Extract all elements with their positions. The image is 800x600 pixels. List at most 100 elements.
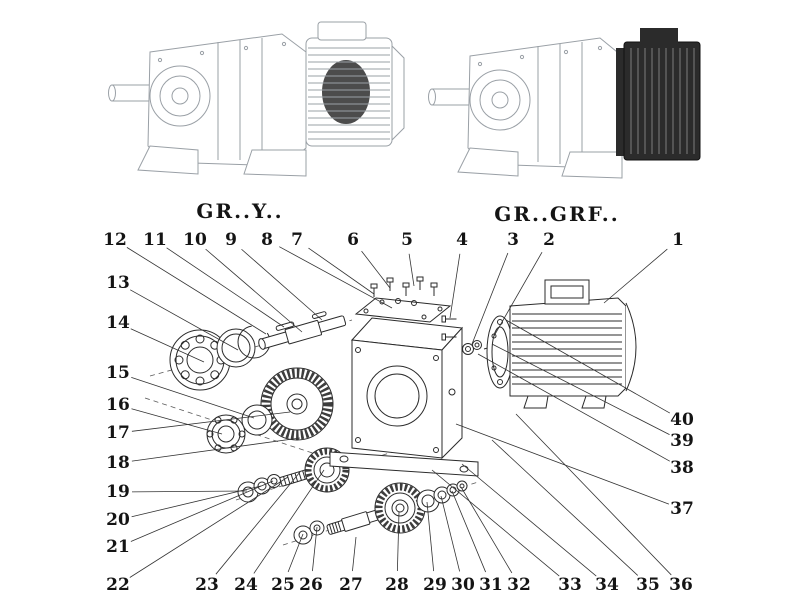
leader-line-20	[131, 485, 262, 518]
leader-line-10	[205, 248, 303, 333]
leader-line-15	[131, 377, 255, 419]
input-shaft-icon	[108, 84, 150, 102]
leader-line-11	[166, 247, 285, 328]
callout-23: 23	[195, 575, 219, 595]
mounting-feet-icon	[137, 145, 307, 177]
leader-line-19	[131, 490, 248, 493]
motor-studs-icon	[441, 315, 499, 355]
callout-35: 35	[636, 575, 660, 595]
callout-8: 8	[261, 230, 273, 250]
lower-bearing-icon	[206, 414, 246, 454]
callout-33: 33	[558, 575, 582, 595]
leader-line-33	[431, 469, 560, 577]
gearbox-housing-icon	[147, 33, 307, 167]
callout-25: 25	[271, 575, 295, 595]
callout-10: 10	[183, 230, 207, 250]
callout-17: 17	[106, 423, 130, 443]
oil-seal-icon	[216, 325, 271, 368]
leader-line-3	[471, 252, 509, 345]
leader-line-17	[131, 411, 291, 432]
leader-line-8	[279, 246, 393, 309]
output-washers-icon	[293, 520, 325, 545]
output-bearing-set-icon	[416, 480, 468, 513]
cover-bolts-icon	[370, 276, 438, 306]
leader-line-9	[241, 248, 323, 321]
leader-line-26	[312, 526, 318, 572]
leader-line-14	[130, 328, 205, 363]
callout-5: 5	[401, 230, 413, 250]
callout-3: 3	[507, 230, 519, 250]
leader-line-27	[352, 536, 357, 572]
leader-line-39	[491, 343, 670, 435]
callout-31: 31	[479, 575, 503, 595]
spacer-washer-icon	[241, 404, 273, 436]
callout-32: 32	[507, 575, 531, 595]
leader-line-30	[440, 495, 461, 572]
gearbox-housing-exploded-icon	[329, 317, 479, 477]
callout-4: 4	[456, 230, 468, 250]
callout-22: 22	[106, 575, 130, 595]
assembled-view-gr-grf-illustration	[428, 28, 701, 179]
callout-16: 16	[106, 395, 130, 415]
leader-line-25	[287, 533, 304, 573]
leader-line-22	[129, 476, 289, 578]
callout-1: 1	[672, 230, 684, 250]
exploded-view-illustration: 1211109876543211314151617181920212223242…	[103, 230, 694, 595]
assembled-view-gr-y-illustration	[108, 21, 405, 177]
callout-6: 6	[347, 230, 359, 250]
leader-line-36	[515, 413, 672, 576]
callout-2: 2	[543, 230, 555, 250]
leader-line-2	[493, 251, 543, 337]
callout-7: 7	[291, 230, 303, 250]
leader-line-38	[477, 353, 670, 462]
leader-line-34	[461, 463, 597, 577]
output-gear-icon	[374, 482, 426, 534]
caption-gr-grf: GR..GRF..	[494, 202, 620, 226]
callout-26: 26	[299, 575, 323, 595]
leader-line-21	[130, 480, 274, 542]
leader-line-12	[126, 247, 267, 335]
callout-34: 34	[595, 575, 619, 595]
mounting-feet-icon	[457, 147, 623, 179]
electric-motor-icon	[305, 21, 405, 147]
leader-line-6	[361, 250, 391, 289]
leader-line-7	[308, 247, 375, 295]
callout-11: 11	[143, 230, 167, 250]
callout-12: 12	[103, 230, 127, 250]
leader-line-40	[505, 319, 671, 414]
callout-30: 30	[451, 575, 475, 595]
callout-27: 27	[339, 575, 363, 595]
dark-motor-block-icon	[616, 28, 701, 161]
callout-36: 36	[669, 575, 693, 595]
input-shaft-icon	[428, 88, 470, 106]
leader-line-23	[215, 471, 301, 575]
callout-19: 19	[106, 482, 130, 502]
callout-15: 15	[106, 363, 130, 383]
callout-21: 21	[106, 537, 130, 557]
inspection-cover-icon	[354, 297, 452, 323]
callout-39: 39	[670, 431, 694, 451]
leader-line-29	[426, 501, 435, 572]
leader-line-28	[396, 511, 400, 572]
input-shaft-with-keys-icon	[258, 311, 347, 350]
leader-line-37	[455, 423, 670, 505]
leader-line-5	[408, 253, 415, 287]
motor-exploded-icon	[486, 279, 637, 409]
callout-13: 13	[106, 273, 130, 293]
large-gear-icon	[260, 367, 334, 441]
callout-18: 18	[106, 453, 130, 473]
leader-line-31	[451, 490, 487, 573]
callout-9: 9	[225, 230, 237, 250]
leader-line-4	[449, 253, 461, 319]
leader-line-18	[131, 437, 301, 462]
callout-29: 29	[423, 575, 447, 595]
leader-line-35	[491, 439, 639, 576]
leader-line-1	[603, 248, 668, 304]
callout-20: 20	[106, 510, 130, 530]
callout-40: 40	[670, 410, 694, 430]
callout-28: 28	[385, 575, 409, 595]
callout-24: 24	[234, 575, 258, 595]
